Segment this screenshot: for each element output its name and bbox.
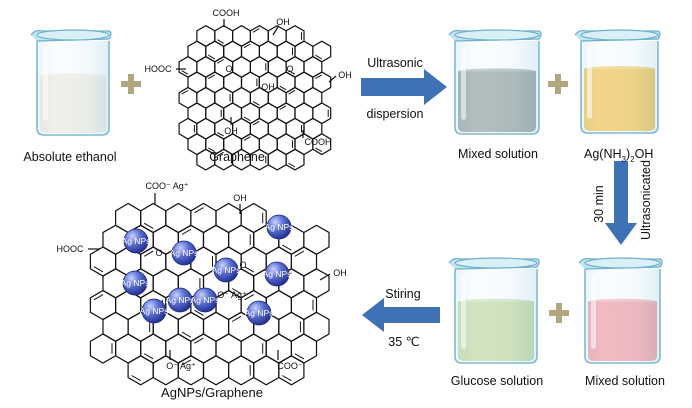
silver-nanoparticle: Ag NPs (122, 228, 151, 254)
label-stiring: Stiring (385, 287, 420, 301)
group-epoxy-o-product-a: O (155, 248, 162, 258)
nanoparticle-label: Ag NPs (191, 295, 220, 305)
agnps-graphene-structure: COO⁻ Ag⁺ OH HOOC OH O O O⁻ Ag⁺ O⁻ Ag⁺ COO⁻ Ag NPs… (57, 181, 347, 386)
beaker-mixed-solution-bottom (578, 257, 663, 364)
group-coo-ag-top: COO⁻ Ag⁺ (145, 181, 188, 191)
label-absolute-ethanol: Absolute ethanol (23, 150, 116, 164)
group-hooc-left: HOOC (145, 64, 173, 74)
label-time: 30 min (592, 185, 606, 223)
hexagon-ring (303, 268, 330, 299)
group-oh-bottom: OH (224, 126, 238, 136)
hexagon-ring (114, 333, 142, 364)
hexagon-ring (202, 311, 230, 342)
group-epoxy-o-b: O (286, 64, 293, 74)
silver-nanoparticle: Ag NPs (263, 261, 292, 287)
beaker-absolute-ethanol (30, 29, 112, 136)
plus-icon (121, 74, 141, 94)
hexagon-ring (267, 148, 287, 171)
hexagon-ring (312, 133, 332, 156)
label-ultrasonicated: Ultrasonicated (639, 160, 653, 240)
nanoparticle-label: Ag NPs (166, 295, 195, 305)
hexagon-ring (202, 355, 230, 386)
silver-nanoparticle: Ag NPs (166, 287, 195, 313)
hexagon-ring (202, 224, 230, 255)
arrow-down-icon (605, 161, 637, 245)
nanoparticle-label: Ag NPs (245, 308, 274, 318)
label-silver-ammonia: Ag(NH3)2OH (584, 147, 653, 164)
beaker-silver-ammonia (574, 29, 661, 134)
label-mixed-solution-top: Mixed solution (458, 147, 538, 161)
group-oh-right: OH (338, 70, 352, 80)
label-agnps-graphene: AgNPs/Graphene (161, 385, 263, 400)
beaker-mixed-solution-top (448, 29, 542, 135)
hexagon-ring (102, 311, 129, 342)
hexagon-ring (303, 224, 330, 255)
beaker-layer (30, 29, 663, 364)
label-temperature: 35 ℃ (388, 335, 419, 349)
silver-nanoparticle: Ag NPs (212, 257, 241, 283)
hexagon-ring (303, 311, 330, 342)
group-epoxy-o-product-b: O (239, 260, 246, 270)
group-cooh-top: COOH (213, 8, 240, 18)
nanoparticle-label: Ag NPs (122, 236, 151, 246)
label-ultrasonic: Ultrasonic (367, 56, 423, 70)
plus-icon (548, 74, 568, 94)
group-coo-bottom: COO⁻ (277, 361, 303, 371)
nanoparticle-label: Ag NPs (265, 222, 294, 232)
nanoparticle-label: Ag NPs (170, 248, 199, 258)
label-mixed-solution-bottom: Mixed solution (585, 374, 665, 388)
silver-nanoparticle: Ag NPs (140, 298, 169, 324)
group-epoxy-o-a: O (225, 64, 232, 74)
label-glucose-solution: Glucose solution (451, 374, 543, 388)
silver-nanoparticle: Ag NPs (265, 214, 294, 240)
nanoparticle-label: Ag NPs (263, 269, 292, 279)
group-o-ag-mid: O⁻ Ag⁺ (217, 290, 247, 300)
group-oh-top: OH (276, 17, 290, 27)
nanoparticle-label: Ag NPs (140, 306, 169, 316)
hexagon-ring (285, 148, 305, 171)
label-graphene: Graphene (209, 150, 265, 164)
nanoparticle-label: Ag NPs (121, 278, 150, 288)
plus-icon (549, 303, 569, 323)
group-o-ag-bottom: O⁻ Ag⁺ (166, 361, 196, 371)
silver-nanoparticle: Ag NPs (191, 287, 220, 313)
nanoparticle-label: Ag NPs (212, 265, 241, 275)
silver-nanoparticle: Ag NPs (121, 270, 150, 296)
arrow-left-icon (362, 298, 440, 332)
group-cooh-bottom: COOH (305, 137, 332, 147)
hexagon-ring (253, 355, 280, 386)
group-hooc-left-product: HOOC (57, 244, 85, 254)
group-oh-mid: OH (261, 82, 275, 92)
silver-nanoparticle: Ag NPs (170, 240, 199, 266)
beaker-glucose-solution (448, 257, 540, 364)
group-oh-right-product: OH (333, 268, 347, 278)
label-dispersion: dispersion (367, 107, 424, 121)
group-oh-top-product: OH (233, 193, 247, 203)
hexagon-ring (278, 355, 305, 386)
graphene-structure: COOH OH HOOC O O OH OH OH COOH (145, 8, 352, 171)
arrow-right-icon (361, 69, 447, 105)
silver-nanoparticle: Ag NPs (245, 300, 274, 326)
